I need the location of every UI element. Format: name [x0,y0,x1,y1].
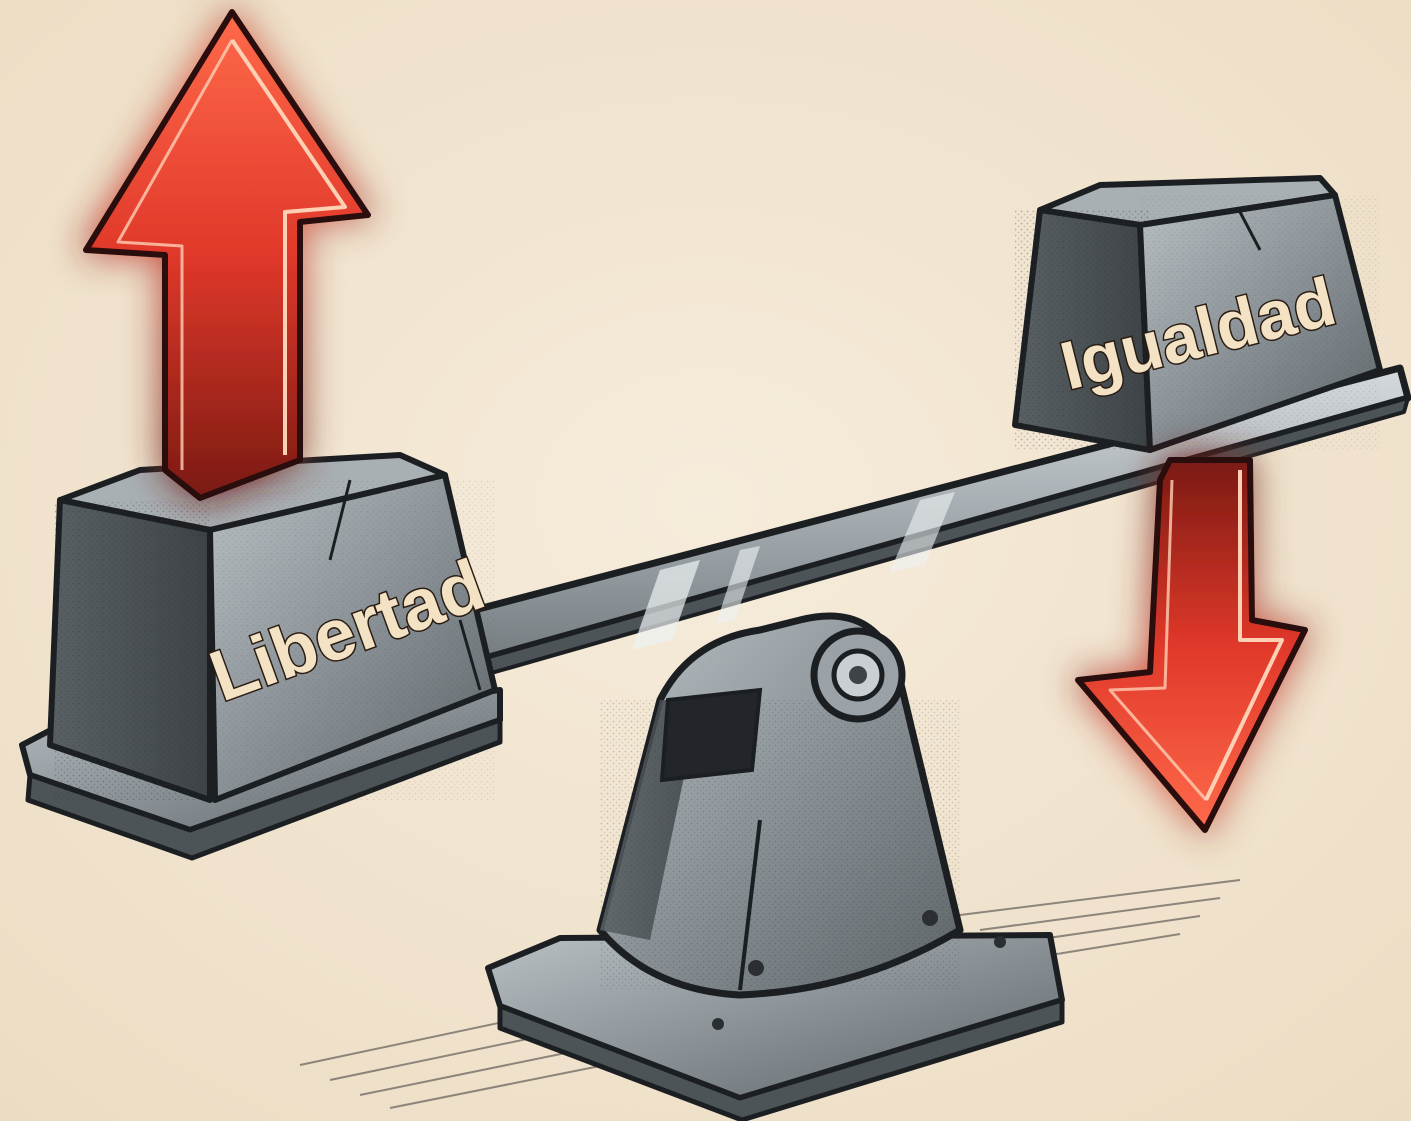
pivot-bolt-icon [814,631,902,719]
